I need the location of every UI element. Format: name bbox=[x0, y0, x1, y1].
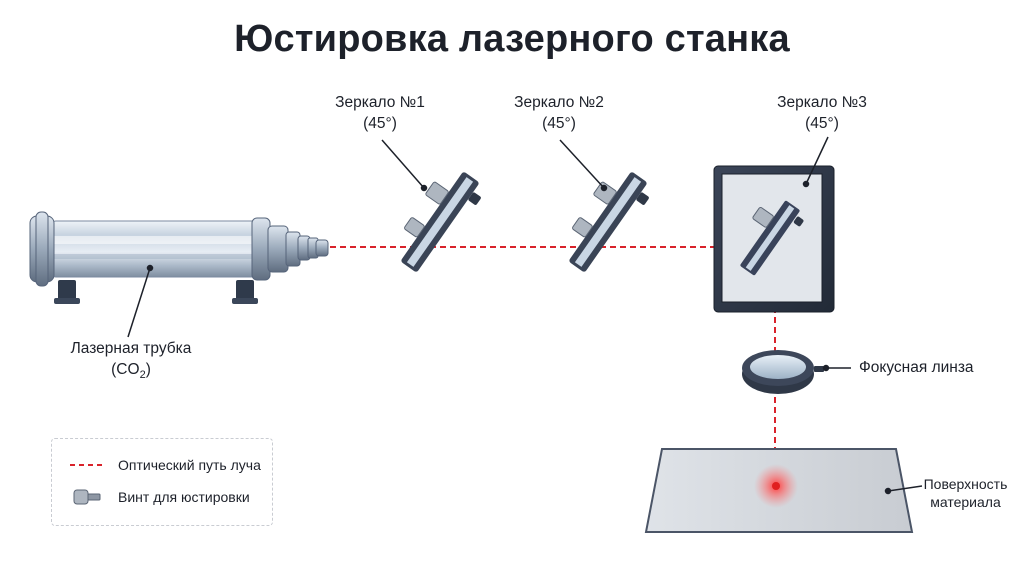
laser-tube bbox=[29, 211, 329, 304]
legend-beam-path-label: Оптический путь луча bbox=[118, 457, 261, 473]
laser-tube-name: Лазерная трубка bbox=[70, 340, 192, 357]
mirror-2-angle: (45°) bbox=[542, 115, 576, 132]
mirror-3-angle: (45°) bbox=[805, 115, 839, 132]
mirror-3-box bbox=[713, 165, 835, 313]
mirror-1-angle: (45°) bbox=[363, 115, 397, 132]
mirror-1-label: Зеркало №1 (45°) bbox=[320, 92, 440, 134]
leader-lines bbox=[127, 136, 923, 495]
laser-tube-label: Лазерная трубка (CO2) bbox=[56, 338, 206, 386]
focus-lens bbox=[742, 350, 824, 394]
legend-item-beam-path: Оптический путь луча bbox=[68, 455, 261, 475]
mirror-3-label: Зеркало №3 (45°) bbox=[762, 92, 882, 134]
beam-line-swatch bbox=[68, 455, 108, 475]
mirror-2-mount bbox=[569, 172, 649, 272]
mirror-2-label: Зеркало №2 (45°) bbox=[499, 92, 619, 134]
focus-lens-label: Фокусная линза bbox=[859, 359, 974, 376]
legend-adjust-screw-label: Винт для юстировки bbox=[118, 489, 250, 505]
screw-icon bbox=[68, 487, 108, 507]
material-name-line1: Поверхность bbox=[923, 476, 1008, 492]
mirror-3-name: Зеркало №3 bbox=[777, 94, 867, 111]
mirror-1-name: Зеркало №1 bbox=[335, 94, 425, 111]
material-label: Поверхность материала bbox=[918, 475, 1013, 511]
laser-tube-gas: (CO2) bbox=[111, 361, 151, 382]
legend-item-adjust-screw: Винт для юстировки bbox=[68, 487, 250, 507]
page-title: Юстировка лазерного станка bbox=[234, 18, 790, 60]
material-plate bbox=[644, 448, 914, 533]
material-name-line2: материала bbox=[930, 494, 1001, 510]
mirror-1-mount bbox=[401, 172, 481, 272]
mirror-2-name: Зеркало №2 bbox=[514, 94, 604, 111]
beam-path bbox=[330, 246, 776, 485]
legend: Оптический путь луча Винт для юстировки bbox=[51, 438, 273, 526]
